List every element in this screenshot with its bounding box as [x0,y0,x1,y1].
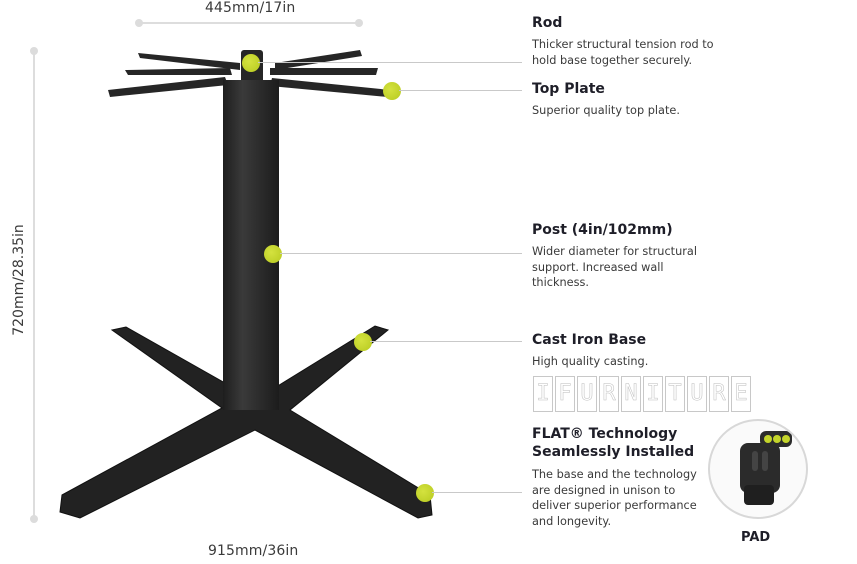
top-plate-callout-dot [383,82,401,100]
post-leader-line [280,253,522,254]
leveling-pad-icon [740,431,792,505]
watermark-letter: E [731,376,751,412]
feature-title: Cast Iron Base [532,332,647,348]
pad-label: PAD [741,530,771,545]
top-plate-leader-line [399,90,522,91]
watermark-letter: F [555,376,575,412]
watermark-letter: N [621,376,641,412]
flat-technology-callout-dot [416,484,434,502]
top-width-label: 445mm/17in [205,0,296,16]
feature-post: Post (4in/102mm) Wider diameter for stru… [532,222,722,291]
feature-rod: Rod Thicker structural tension rod to ho… [532,15,742,68]
flat-technology-leader-line [432,492,522,493]
top-width-endcap-left [135,19,143,27]
feature-title: Post (4in/102mm) [532,222,673,238]
rod-leader-line [258,62,522,63]
feature-description: Superior quality top plate. [532,104,680,117]
watermark-letter: U [577,376,597,412]
pad-image-circle [708,419,808,519]
height-endcap-bottom [30,515,38,523]
feature-title: Rod [532,15,563,31]
height-line [33,51,35,519]
feature-title: FLAT® Technology Seamlessly Installed [532,426,695,460]
watermark-letter: R [709,376,729,412]
feature-cast-iron-base: Cast Iron Base High quality casting. [532,332,742,370]
height-endcap-top [30,47,38,55]
cast-iron-base-leader-line [370,341,522,342]
feature-description: The base and the technology are designed… [532,468,697,528]
feature-description: Thicker structural tension rod to hold b… [532,38,714,67]
watermark-letter: I [533,376,553,412]
base-width-label: 915mm/36in [208,543,299,559]
ifurniture-watermark: I F U R N I T U R E [533,376,751,412]
watermark-letter: I [643,376,663,412]
feature-flat-technology: FLAT® Technology Seamlessly Installed Th… [532,425,712,529]
watermark-letter: U [687,376,707,412]
feature-description: High quality casting. [532,355,649,368]
watermark-letter: T [665,376,685,412]
table-base-illustration [59,50,433,519]
cast-iron-base-callout-dot [354,333,372,351]
watermark-letter: R [599,376,619,412]
feature-description: Wider diameter for structural support. I… [532,245,697,289]
feature-top-plate: Top Plate Superior quality top plate. [532,81,742,119]
feature-title: Top Plate [532,81,605,97]
top-width-line [139,22,361,24]
top-width-endcap-right [355,19,363,27]
post-callout-dot [264,245,282,263]
rod-callout-dot [242,54,260,72]
